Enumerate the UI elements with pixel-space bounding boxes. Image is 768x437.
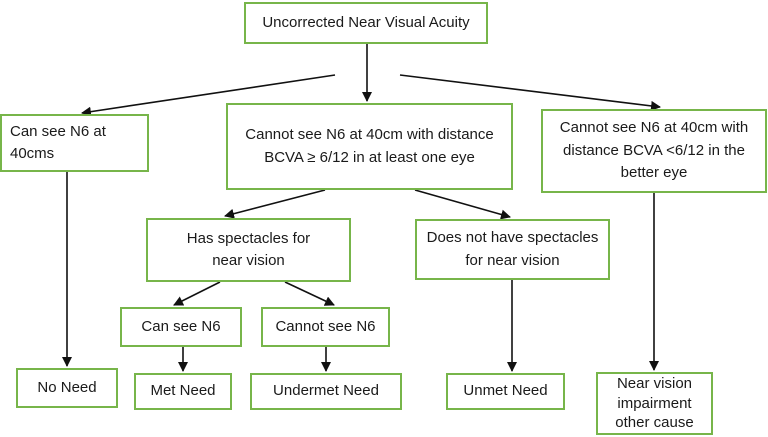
node-can-see-n6: Can see N6 at 40cms — [0, 114, 149, 172]
arrow-good-to-no-spectacles — [414, 189, 511, 220]
arrow-has-spec-to-can-see — [173, 281, 221, 306]
arrow-has-spec-to-cannot-see — [284, 281, 335, 306]
node-spec-cannot-see-n6: Cannot see N6 — [261, 307, 390, 347]
node-no-spectacles: Does not have spectacles for near vision — [415, 219, 610, 280]
arrow-root-to-cannot-see-poor — [399, 74, 661, 111]
node-cannot-see-good-bcva: Cannot see N6 at 40cm with distance BCVA… — [226, 103, 513, 190]
node-has-spectacles: Has spectacles for near vision — [146, 218, 351, 282]
node-no-need: No Need — [16, 368, 118, 408]
node-undermet-need: Undermet Need — [250, 373, 402, 410]
arrow-good-to-has-spectacles — [224, 189, 326, 219]
node-met-need: Met Need — [134, 373, 232, 410]
node-unmet-need: Unmet Need — [446, 373, 565, 410]
node-spec-can-see-n6: Can see N6 — [120, 307, 242, 347]
node-root: Uncorrected Near Visual Acuity — [244, 2, 488, 44]
arrow-root-to-can-see — [81, 74, 336, 117]
node-cannot-see-poor-bcva: Cannot see N6 at 40cm with distance BCVA… — [541, 109, 767, 193]
node-other-cause: Near vision impairment other cause — [596, 372, 713, 435]
